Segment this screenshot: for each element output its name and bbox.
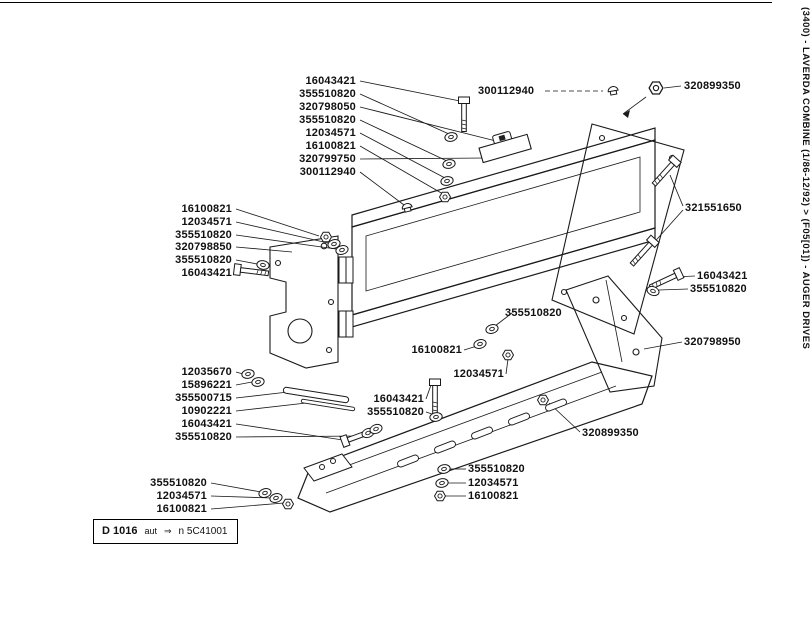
plate-arrow: ⇒	[164, 526, 172, 536]
part-label: 12034571	[453, 368, 504, 380]
nut-part	[648, 81, 664, 95]
bolt-part	[627, 234, 660, 269]
part-label: 16100821	[156, 503, 207, 515]
part-label: 355510820	[505, 307, 562, 319]
part-label: 355500715	[175, 392, 232, 404]
plate-serial: n 5C41001	[178, 526, 228, 537]
part-label: 300112940	[299, 166, 356, 178]
part-label: 355510820	[299, 88, 356, 100]
washer-part	[439, 175, 455, 187]
bolt-part	[458, 96, 470, 132]
part-label: 355510820	[468, 463, 525, 475]
bolt-part	[429, 378, 441, 414]
access-hatch	[478, 131, 532, 164]
part-label: 320799750	[299, 153, 356, 165]
direction-arrowhead	[623, 110, 630, 118]
part-label: 15896221	[181, 379, 232, 391]
plate-code: D 1016	[102, 525, 138, 537]
nut-part	[537, 394, 549, 406]
part-label: 16100821	[411, 344, 462, 356]
part-label: 16100821	[305, 140, 356, 152]
washer-part	[441, 158, 457, 170]
washer-part	[250, 376, 266, 388]
part-label: 355510820	[367, 406, 424, 418]
plate-note: aut	[144, 526, 157, 536]
part-label: 355510820	[175, 431, 232, 443]
part-label: 320899350	[582, 427, 639, 439]
nut-part	[439, 191, 451, 203]
hinge	[338, 256, 354, 338]
part-label: 16100821	[468, 490, 519, 502]
part-label: 12034571	[181, 216, 232, 228]
washer-part	[436, 463, 452, 475]
part-label: 355510820	[175, 254, 232, 266]
hardware	[232, 81, 685, 510]
washer-part	[472, 337, 488, 351]
catalog-side-caption: (3400) - LAVERDA COMBINE (1/86-12/92) > …	[800, 7, 811, 350]
part-label: 12034571	[305, 127, 356, 139]
part-label: 355510820	[299, 114, 356, 126]
part-label: 12035670	[181, 366, 232, 378]
part-label: 12034571	[468, 477, 519, 489]
part-label: 320798850	[175, 241, 232, 253]
part-label: 16043421	[181, 418, 232, 430]
washer-part	[255, 259, 271, 271]
page-top-border	[0, 2, 772, 3]
part-label: 355510820	[150, 477, 207, 489]
washer-part	[434, 477, 450, 489]
part-label: 300112940	[478, 85, 535, 97]
rod-part	[282, 386, 356, 412]
nut-part	[282, 498, 294, 510]
part-label: 355510820	[175, 229, 232, 241]
nut-part	[320, 231, 332, 243]
nut-part	[502, 349, 514, 361]
part-label: 321551650	[685, 202, 742, 214]
part-label: 320899350	[684, 80, 741, 92]
part-label: 10902221	[181, 405, 232, 417]
mount-bracket	[269, 235, 339, 369]
washer-part	[240, 368, 256, 380]
auger-tray	[297, 361, 653, 513]
part-label: 16100821	[181, 203, 232, 215]
part-label: 16043421	[373, 393, 424, 405]
part-label: 16043421	[181, 267, 232, 279]
part-label: 12034571	[156, 490, 207, 502]
support-bracket	[565, 275, 663, 393]
leader-lines	[210, 80, 696, 510]
part-label: 355510820	[690, 283, 747, 295]
tray-end-plate	[303, 453, 353, 482]
plate-code-box: D 1016 aut ⇒ n 5C41001	[93, 519, 239, 544]
plug-part	[606, 85, 620, 96]
part-label: 320798050	[299, 101, 356, 113]
part-label: 16043421	[305, 75, 356, 87]
nut-part	[434, 490, 446, 502]
part-label: 320798950	[684, 336, 741, 348]
part-label: 16043421	[697, 270, 748, 282]
